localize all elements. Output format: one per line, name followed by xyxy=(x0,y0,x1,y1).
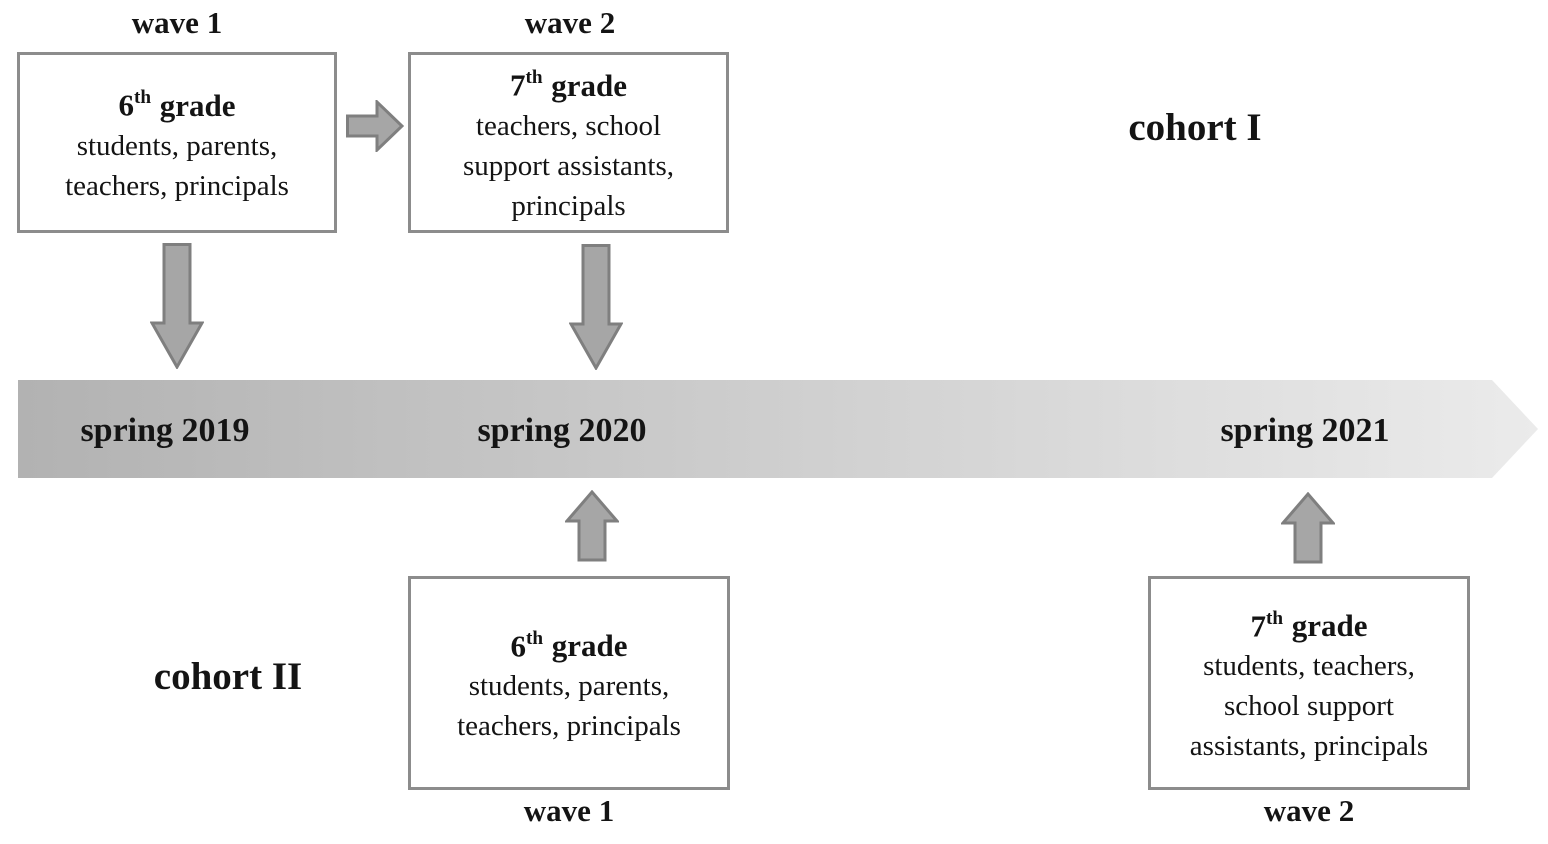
cohort2-label: cohort II xyxy=(153,655,303,698)
wave1-label-cohort2: wave 1 xyxy=(523,793,615,828)
participants-line: assistants, principals xyxy=(1189,730,1429,763)
participants-line: students, parents, xyxy=(468,670,670,703)
participants-line: support assistants, xyxy=(462,149,675,182)
participants-line: students, parents, xyxy=(76,129,278,162)
participants-line: teachers, principals xyxy=(65,169,289,202)
participants-line: teachers, school xyxy=(475,109,662,142)
cohort1-label: cohort I xyxy=(1128,106,1262,149)
timeline-band xyxy=(18,380,1538,478)
wave1-label-cohort1: wave 1 xyxy=(131,5,223,40)
wave2-label-cohort2: wave 2 xyxy=(1263,793,1355,828)
timeline-label-spring-2020: spring 2020 xyxy=(477,412,647,449)
participants-line: principals xyxy=(511,189,626,222)
timeline-label-spring-2019: spring 2019 xyxy=(80,412,250,449)
arrow-up-icon xyxy=(1281,492,1335,564)
arrow-down-icon xyxy=(569,244,623,370)
timeline-label-spring-2021: spring 2021 xyxy=(1220,412,1390,449)
participants-line: teachers, principals xyxy=(457,710,681,743)
participants-line: school support xyxy=(1224,690,1394,723)
arrow-right-icon xyxy=(346,100,404,152)
participants-line: students, teachers, xyxy=(1203,650,1415,683)
arrow-up-icon xyxy=(565,490,619,562)
arrow-down-icon xyxy=(150,243,204,369)
wave2-label-cohort1: wave 2 xyxy=(524,5,616,40)
